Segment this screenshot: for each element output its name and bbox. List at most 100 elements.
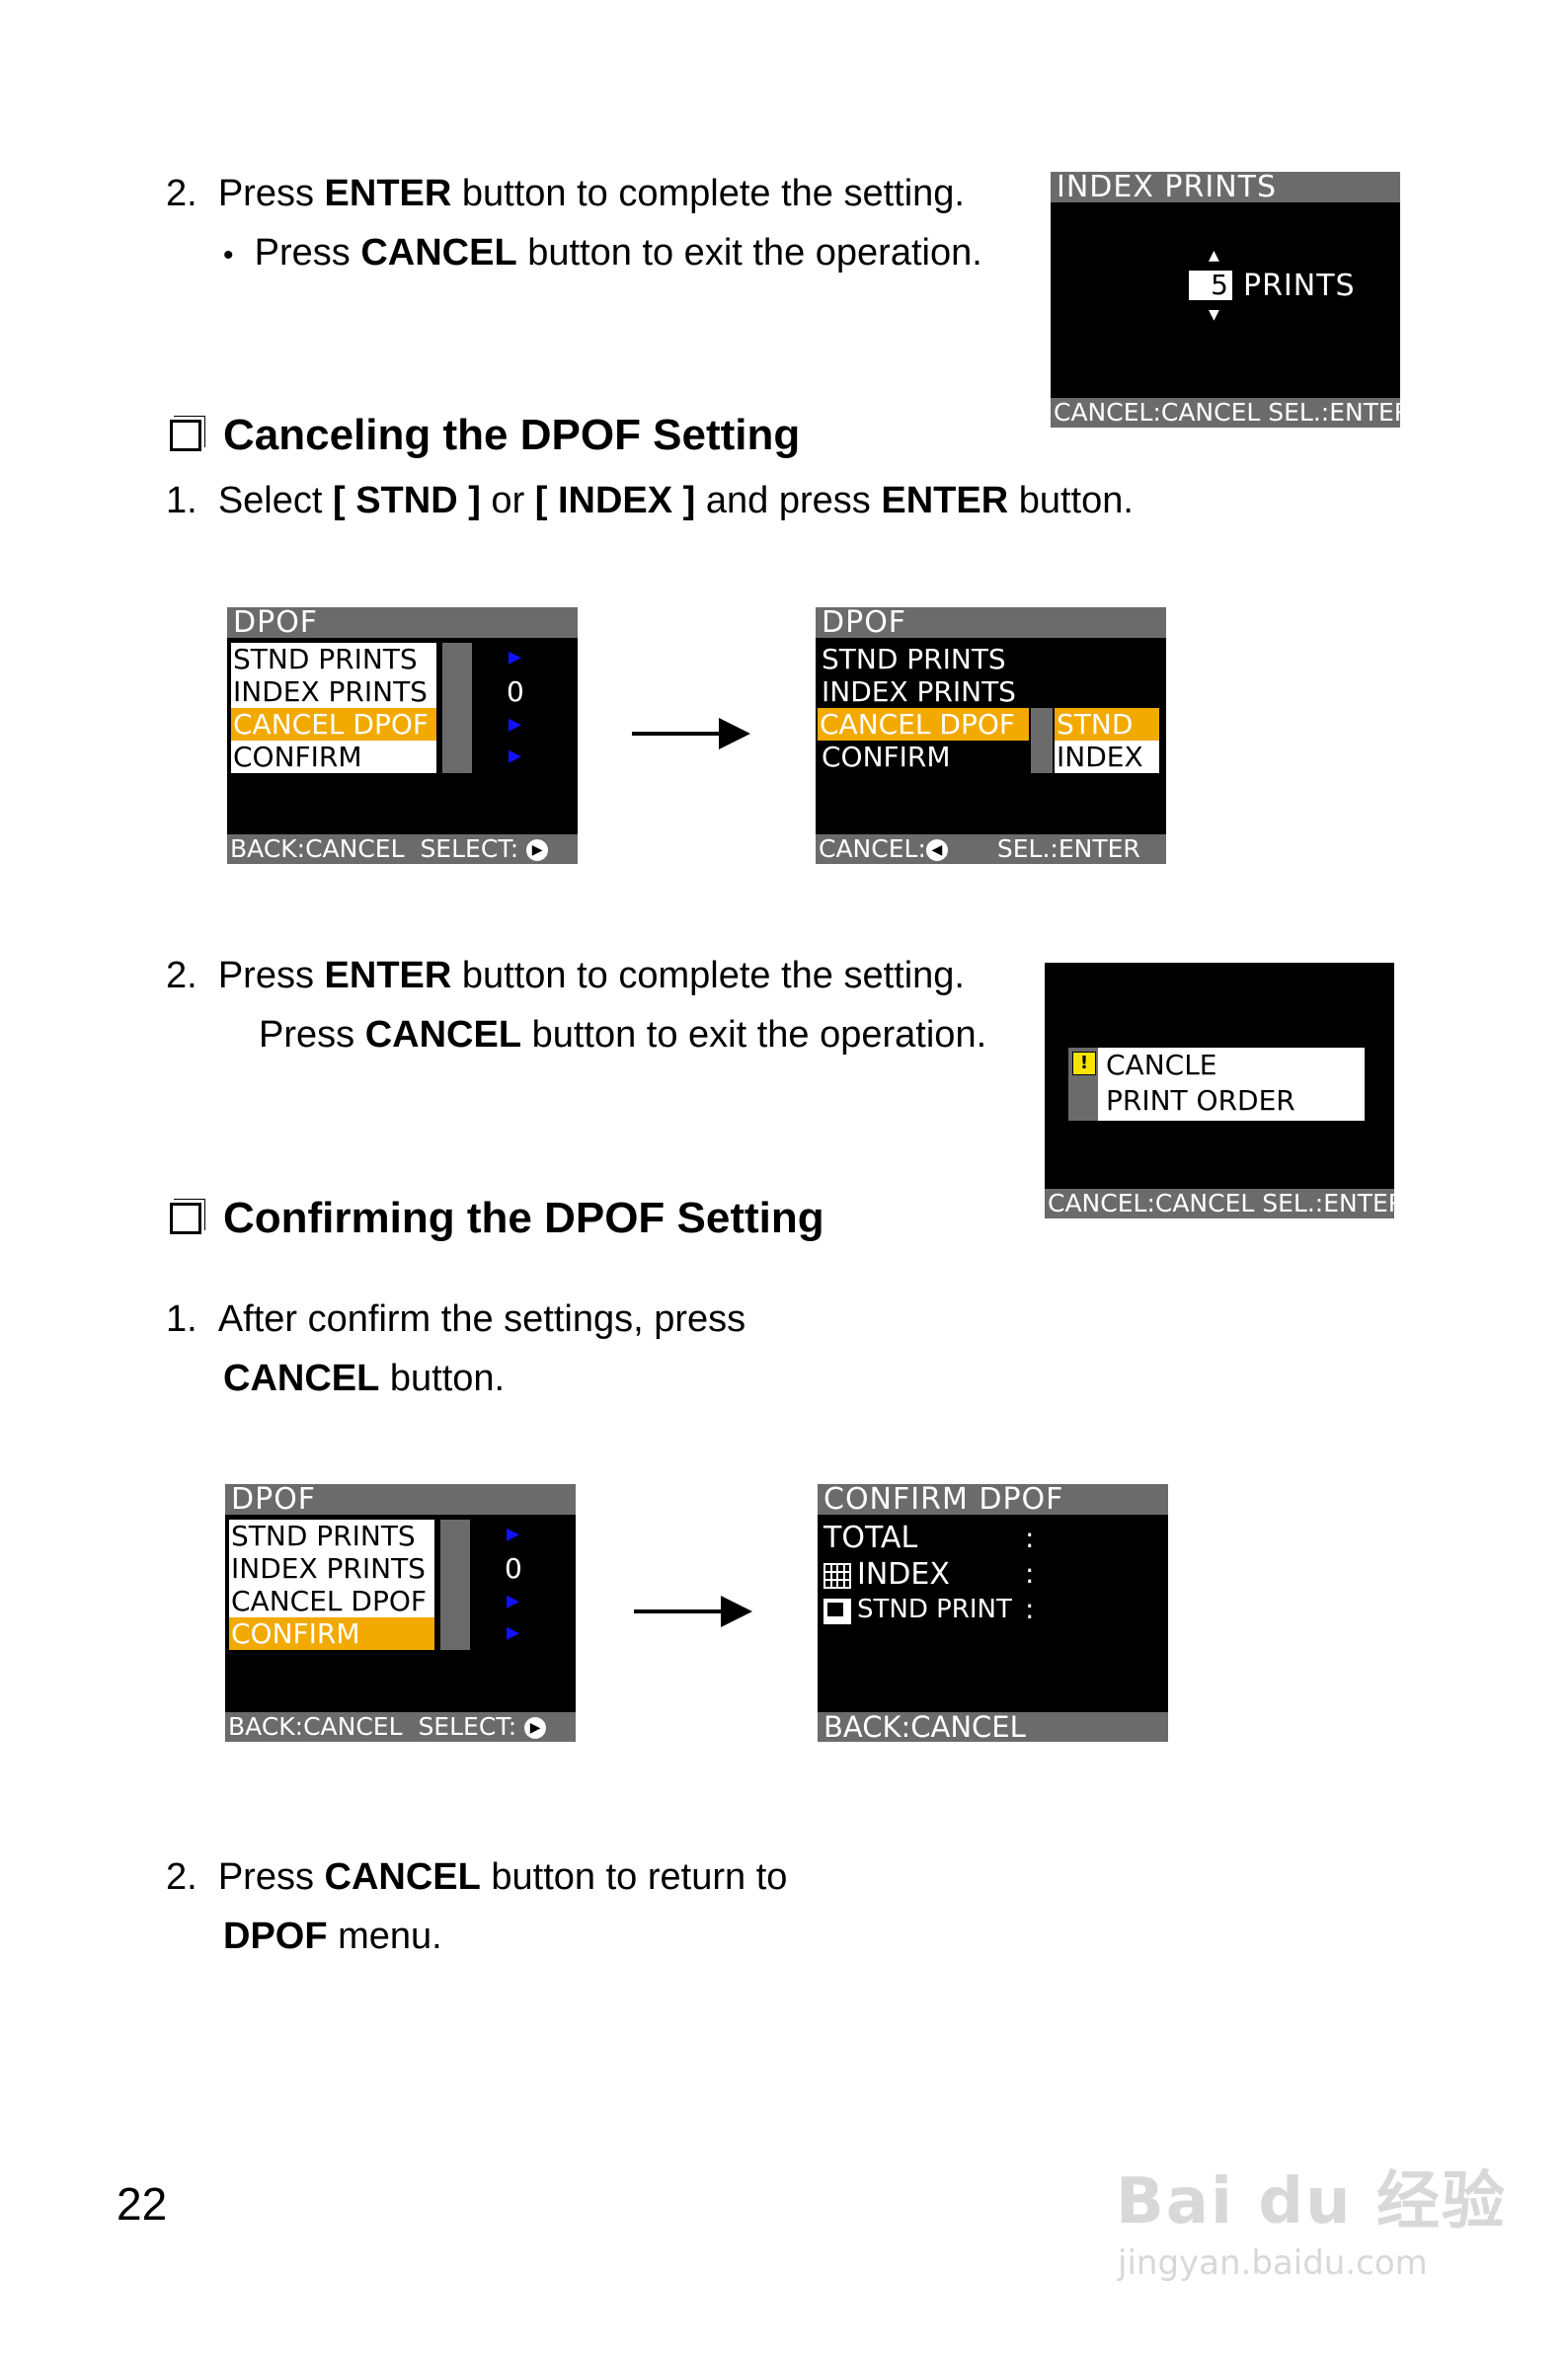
footer-left: BACK:CANCEL (228, 1712, 403, 1741)
text-run: button to complete the setting. (451, 955, 965, 996)
menu-item-cancel-dpof: CANCEL DPOF (229, 1585, 434, 1617)
key-cancel: CANCEL (324, 1856, 481, 1898)
key-enter: ENTER (881, 480, 1009, 521)
text-run: After confirm the settings, press (217, 1298, 746, 1340)
confirm-row-total: TOTAL (823, 1521, 918, 1555)
page-number: 22 (117, 2178, 168, 2230)
step-number: 1. (166, 1298, 197, 1340)
key-enter: ENTER (324, 955, 452, 996)
index-value: 0 (505, 1552, 522, 1585)
text-run: button. (379, 1358, 506, 1399)
menu-item-index-prints: INDEX PRINTS (229, 1552, 434, 1585)
menu-item-stnd-prints: STND PRINTS (231, 643, 436, 675)
screen-footer: BACK:CANCEL SELECT: ▶ (227, 834, 578, 864)
flow-arrow-icon (634, 1596, 752, 1627)
screen-footer: BACK:CANCEL SELECT: ▶ (225, 1712, 576, 1742)
screen-title: INDEX PRINTS (1051, 172, 1400, 202)
step-number: 1. (166, 480, 197, 521)
step-1-text: 1. Select [ STND ] or [ INDEX ] and pres… (166, 478, 1134, 523)
heading-text: Canceling the DPOF Setting (223, 411, 801, 459)
step-2-text: 2. Press ENTER button to complete the se… (166, 171, 965, 216)
step-number: 2. (166, 955, 197, 996)
watermark-url: jingyan.baidu.com (1118, 2243, 1428, 2283)
bullet-text: • Press CANCEL button to exit the operat… (223, 230, 982, 278)
stnd-print-icon (823, 1599, 851, 1624)
warning-icon: ! (1072, 1052, 1096, 1075)
arrow-down-icon: ▼ (1209, 304, 1219, 325)
key-cancel: CANCEL (364, 1014, 522, 1056)
checkbox-icon (170, 420, 201, 451)
text-run: button. (1008, 480, 1134, 521)
text-run: menu. (327, 1916, 442, 1957)
step-number: 2. (166, 1856, 197, 1898)
text-run: button to exit the operation. (521, 1014, 987, 1056)
scrollbar (440, 1520, 470, 1650)
screen-footer: BACK:CANCEL (818, 1712, 1168, 1742)
watermark-logo: Bai du 经验 (1116, 2165, 1507, 2238)
menu-item-cancel-dpof: CANCEL DPOF (818, 708, 1029, 741)
message-box: CANCLE PRINT ORDER (1098, 1048, 1365, 1121)
section-heading-confirming: Confirming the DPOF Setting (170, 1194, 824, 1243)
text-run: Press (217, 955, 325, 996)
text-run: button to exit the operation. (516, 232, 982, 274)
step-2-text: 2. Press ENTER button to complete the se… (166, 953, 965, 998)
checkbox-icon (170, 1203, 201, 1234)
screen-dpof-menu-confirm: DPOF STND PRINTS INDEX PRINTS CANCEL DPO… (225, 1484, 576, 1742)
confirm-row-index: INDEX (857, 1557, 950, 1592)
screen-footer: CANCEL:◀ SEL.:ENTER (816, 834, 1166, 864)
key-cancel: CANCEL (360, 232, 517, 274)
screen-dpof-submenu: DPOF STND PRINTS INDEX PRINTS CANCEL DPO… (816, 607, 1166, 864)
footer-right: SELECT: (420, 834, 519, 863)
screen-title: DPOF (816, 607, 1166, 638)
arrow-up-icon: ▲ (1209, 245, 1219, 266)
message-line-2: PRINT ORDER (1106, 1084, 1295, 1117)
heading-text: Confirming the DPOF Setting (223, 1194, 824, 1242)
menu-item-cancel-dpof: CANCEL DPOF (231, 708, 436, 741)
submenu-item-index: INDEX (1055, 741, 1159, 773)
key-dpof: DPOF (223, 1916, 328, 1957)
colon: : (1025, 1593, 1035, 1625)
submenu-item-stnd: STND (1055, 708, 1159, 741)
text-run: Press (259, 1014, 365, 1056)
text-run: or (480, 480, 535, 521)
screen-title: CONFIRM DPOF (818, 1484, 1168, 1515)
screen-title: DPOF (225, 1484, 576, 1515)
text-run: button to complete the setting. (451, 173, 965, 214)
screen-confirm-dpof: CONFIRM DPOF TOTAL : INDEX : STND PRINT … (818, 1484, 1168, 1742)
flow-arrow-icon (632, 718, 750, 749)
screen-footer: CANCEL:CANCEL SEL.:ENTER (1051, 398, 1400, 428)
menu-item-index-prints: INDEX PRINTS (822, 675, 1016, 708)
scrollbar (442, 643, 472, 773)
menu-item-confirm: CONFIRM (229, 1617, 434, 1650)
bullet-dot: • (223, 239, 234, 272)
option-stnd: [ STND ] (333, 480, 481, 521)
menu-item-stnd-prints: STND PRINTS (229, 1520, 434, 1552)
text-run: Select (217, 480, 333, 521)
step-2-line-2: DPOF menu. (223, 1914, 442, 1959)
prints-unit: PRINTS (1243, 269, 1356, 303)
right-arrow-icon: ▶ (507, 1620, 520, 1645)
screen-index-prints: INDEX PRINTS ▲ 5 PRINTS ▼ CANCEL:CANCEL … (1051, 172, 1400, 428)
footer-right: SEL.:ENTER (996, 834, 1140, 863)
right-circle-icon: ▶ (526, 839, 549, 861)
section-heading-canceling: Canceling the DPOF Setting (170, 411, 800, 460)
index-grid-icon (823, 1563, 851, 1589)
key-enter: ENTER (324, 173, 452, 214)
colon: : (1025, 1522, 1035, 1554)
screen-dpof-menu: DPOF STND PRINTS INDEX PRINTS CANCEL DPO… (227, 607, 578, 864)
text-run: Press (217, 173, 325, 214)
text-run: and press (695, 480, 882, 521)
footer-left: CANCEL: (819, 834, 926, 863)
step-1-text: 1. After confirm the settings, press (166, 1296, 745, 1342)
step-2-text: 2. Press CANCEL button to return to (166, 1854, 787, 1900)
text-run: Press (217, 1856, 325, 1898)
right-arrow-icon: ▶ (509, 744, 522, 768)
menu-item-index-prints: INDEX PRINTS (231, 675, 436, 708)
message-line-1: CANCLE (1106, 1049, 1217, 1081)
screen-title: DPOF (227, 607, 578, 638)
menu-item-confirm: CONFIRM (822, 741, 951, 773)
step-number: 2. (166, 173, 197, 214)
left-circle-icon: ◀ (925, 839, 948, 861)
submenu-scroll (1031, 708, 1053, 773)
confirm-row-stnd: STND PRINT (857, 1595, 1012, 1624)
